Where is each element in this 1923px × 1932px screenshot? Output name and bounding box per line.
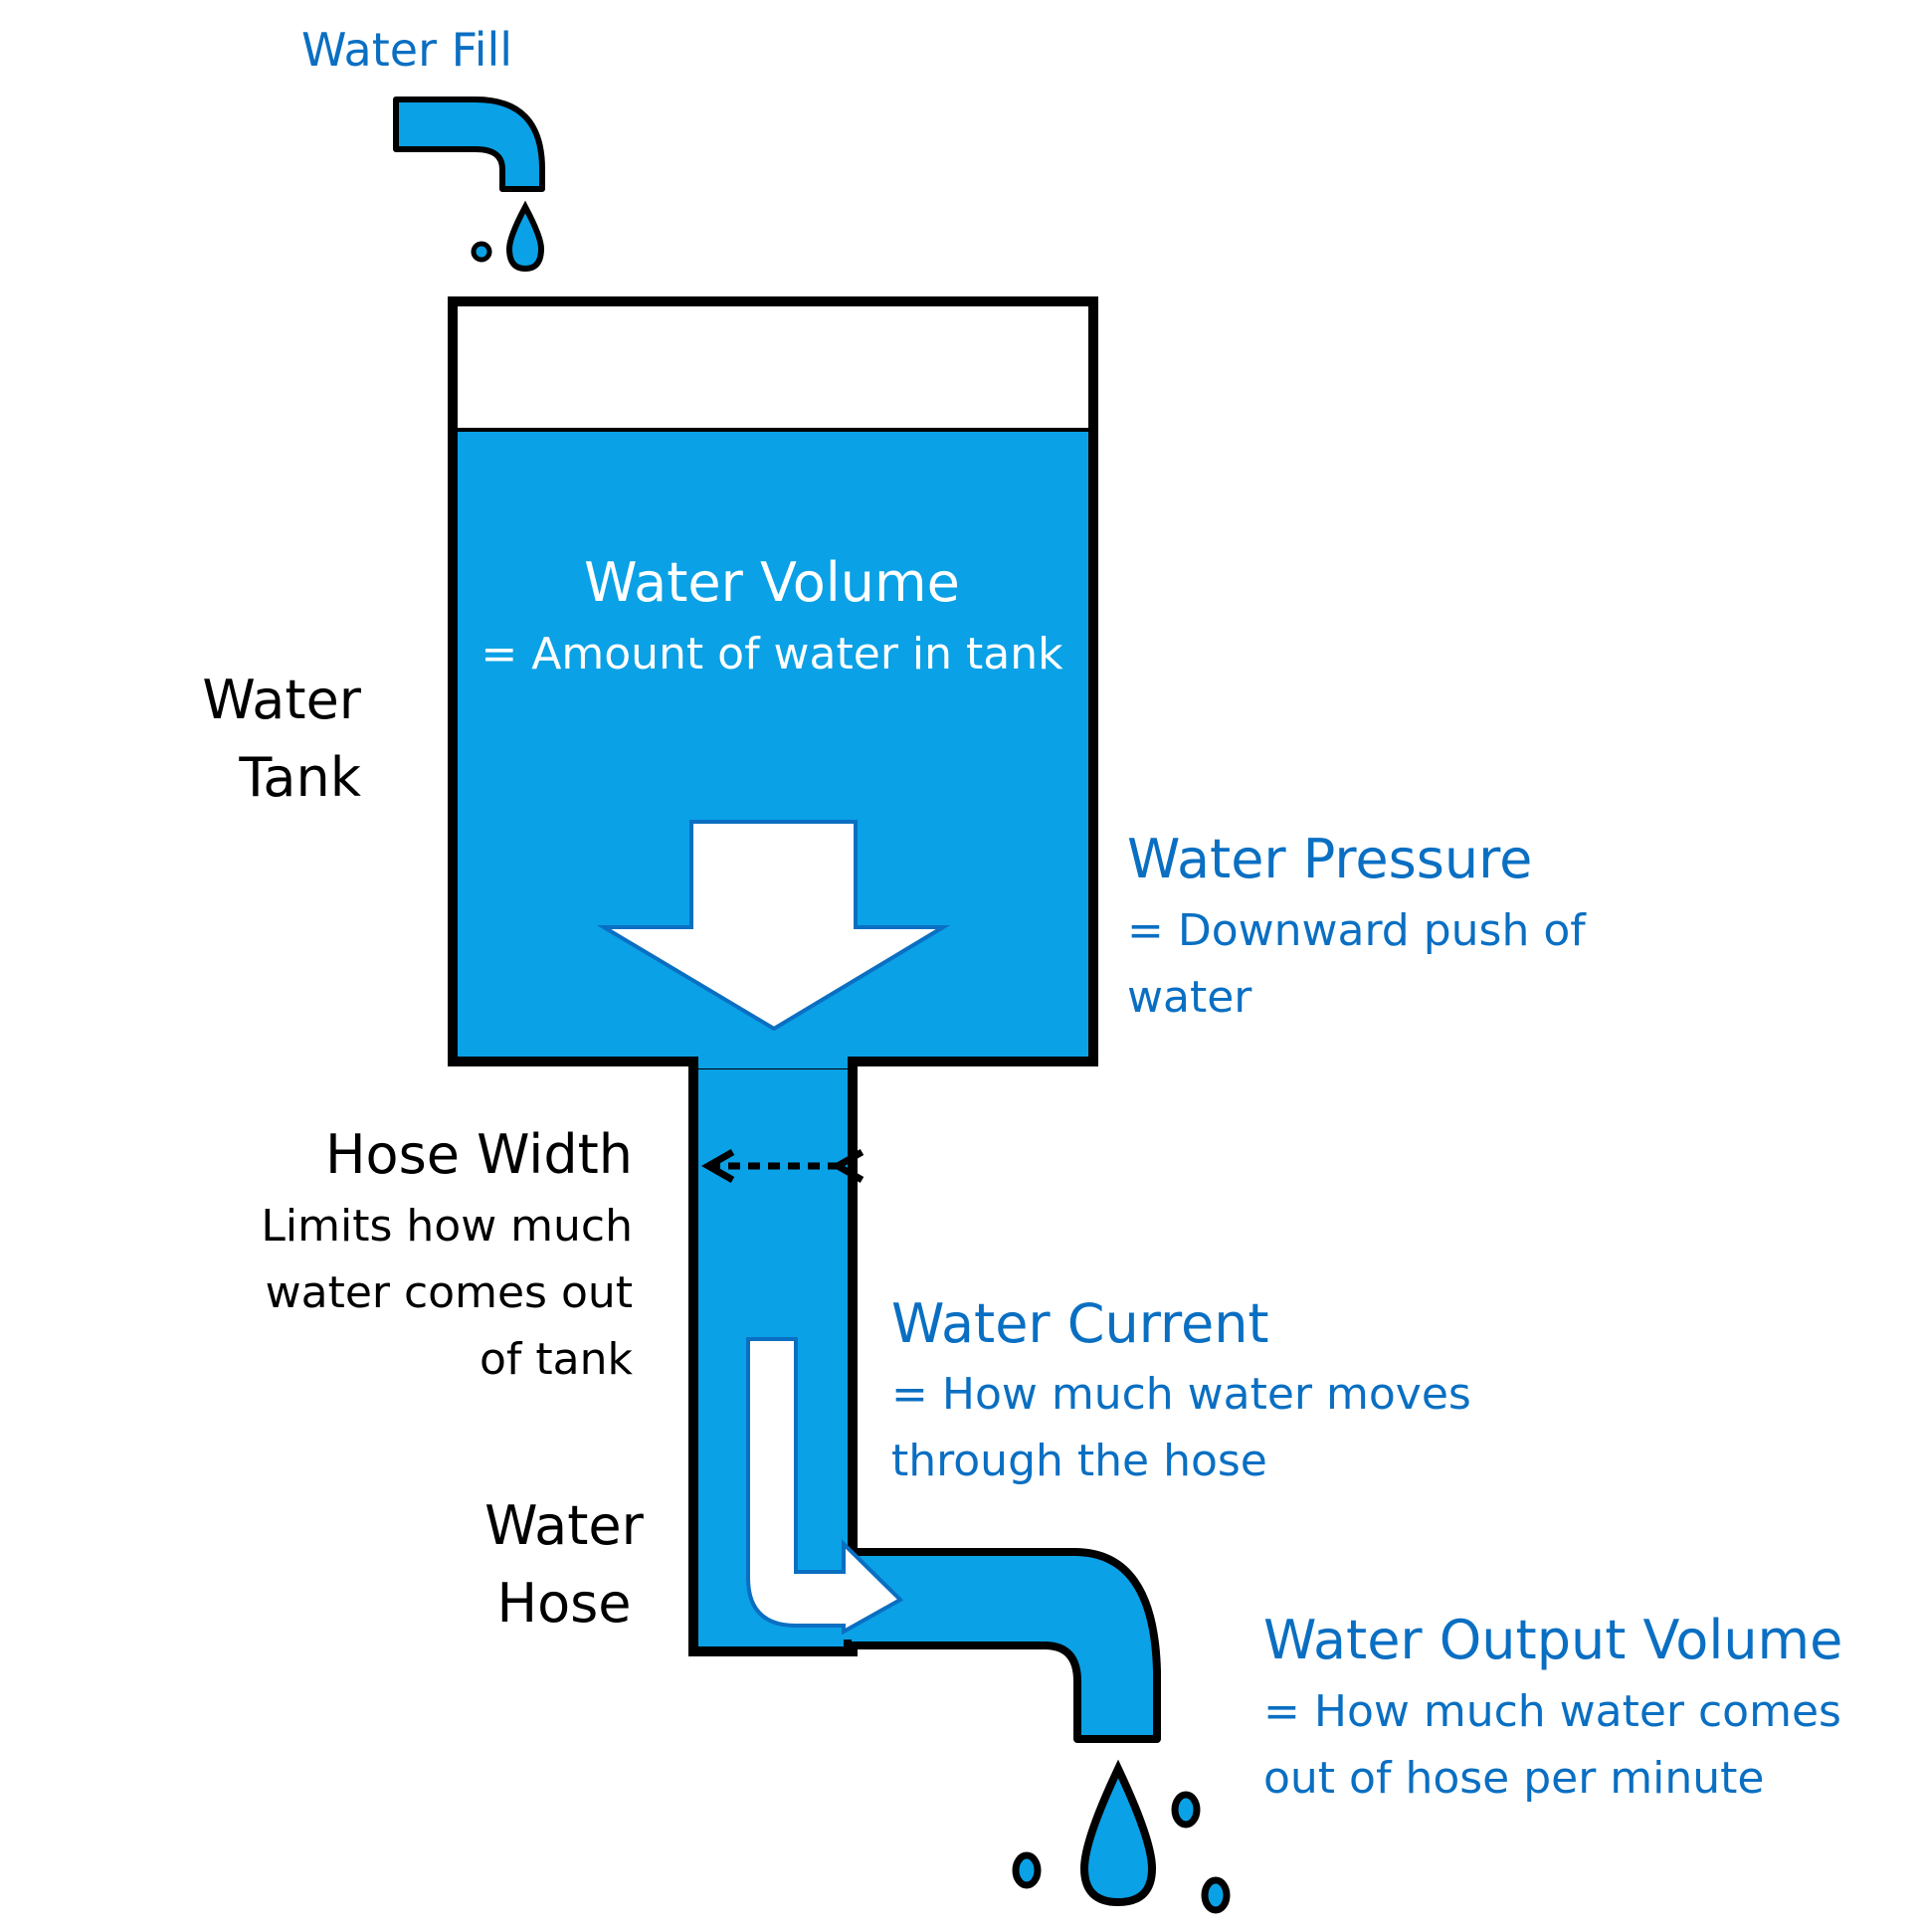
label-water-volume-title: Water Volume [584, 551, 960, 614]
label-water-hose-1: Water [484, 1494, 644, 1557]
label-water-pressure-desc-1: = Downward push of [1127, 905, 1587, 956]
big-droplet-icon [1079, 1759, 1157, 1907]
label-water-output-desc-2: out of hose per minute [1263, 1753, 1765, 1804]
outlet-pipe [844, 1548, 1161, 1743]
droplet-right-bottom-icon [1201, 1876, 1231, 1914]
fill-pipe-icon [393, 97, 545, 192]
label-water-output-desc-1: = How much water comes [1263, 1686, 1841, 1737]
label-water-hose-2: Hose [497, 1572, 632, 1635]
label-water-pressure-title: Water Pressure [1127, 828, 1532, 890]
label-water-current-desc-2: through the hose [891, 1436, 1267, 1486]
label-water-volume-desc: = Amount of water in tank [481, 629, 1063, 679]
label-water-current-title: Water Current [891, 1292, 1269, 1355]
label-water-pressure-desc-2: water [1127, 972, 1252, 1023]
label-water-current-desc-1: = How much water moves [891, 1369, 1471, 1420]
label-water-output-title: Water Output Volume [1263, 1609, 1842, 1671]
droplet-right-top-icon [1171, 1791, 1201, 1829]
droplet-icon [505, 200, 545, 273]
label-hose-width-desc-1: Limits how much [261, 1201, 633, 1252]
current-arrow-icon [746, 1337, 904, 1636]
label-hose-width-title: Hose Width [325, 1123, 633, 1186]
droplet-left-icon [1012, 1851, 1042, 1889]
label-water-tank-1: Water [202, 669, 361, 731]
label-water-tank-2: Tank [238, 746, 361, 809]
label-hose-width-desc-2: water comes out [266, 1267, 633, 1318]
label-hose-width-desc-3: of tank [480, 1334, 633, 1385]
pressure-arrow-icon [596, 820, 951, 1032]
label-water-fill: Water Fill [301, 23, 512, 77]
hose-top-fill [698, 1055, 848, 1068]
small-droplet-icon [471, 241, 492, 263]
